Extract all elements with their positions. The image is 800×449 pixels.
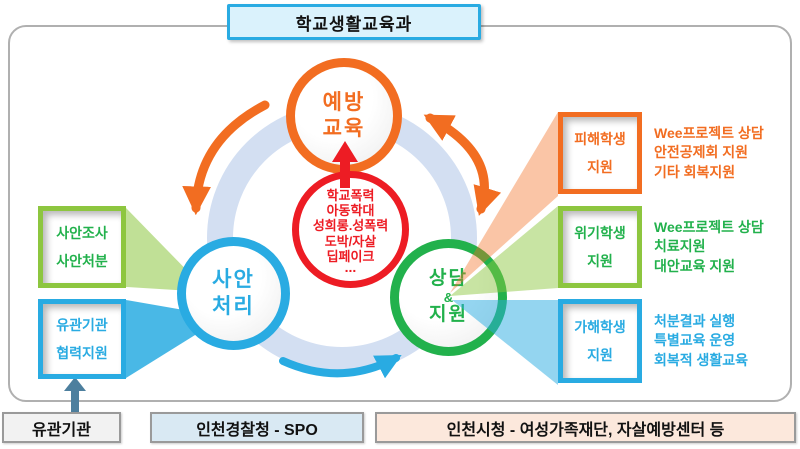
bottom-police-label: 인천경찰청 - SPO <box>196 421 318 439</box>
box-victim-line1: 피해학생 <box>574 131 626 147</box>
box-victim-line2: 지원 <box>587 159 613 175</box>
crisis-detail-3: 대안교육 지원 <box>654 257 736 274</box>
box-offender-line2: 지원 <box>587 347 613 363</box>
box-case-investigation-line1: 사안조사 <box>56 225 108 241</box>
circle-prevention-line1: 예방 <box>322 90 366 114</box>
offender-detail-1: 처분결과 실행 <box>654 312 736 329</box>
bottom-box-city-hall: 인천시청 - 여성가족재단, 자살예방센터 등 <box>375 412 796 443</box>
issue-line-1: 학교폭력 <box>326 187 375 203</box>
victim-support-details: Wee프로젝트 상담 안전공제회 지원 기타 회복지원 <box>654 112 800 194</box>
issue-line-5: 딥페이크 <box>326 248 375 264</box>
circle-case-line2: 처리 <box>212 294 255 318</box>
circle-prevention-education: 예방 교육 <box>286 58 402 174</box>
crisis-detail-2: 치료지원 <box>654 238 706 255</box>
victim-detail-3: 기타 회복지원 <box>654 163 736 180</box>
offender-support-details: 처분결과 실행 특별교육 운영 회복적 생활교육 <box>654 299 800 383</box>
box-related-cooperation: 유관기관 협력지원 <box>38 299 126 379</box>
circle-counseling-support: 상담 & 지원 <box>390 239 507 356</box>
box-offender-line1: 가해학생 <box>574 319 626 335</box>
crisis-detail-1: Wee프로젝트 상담 <box>654 218 764 235</box>
box-offender-support: 가해학생 지원 <box>558 299 642 383</box>
title-box: 학교생활교육과 <box>227 4 481 40</box>
circle-case-line1: 사안 <box>212 268 255 292</box>
issue-ellipsis: ... <box>344 259 357 276</box>
victim-detail-2: 안전공제회 지원 <box>654 144 749 161</box>
box-case-investigation: 사안조사 사안처분 <box>38 206 126 288</box>
circle-counsel-line2: 지원 <box>429 304 468 326</box>
victim-detail-1: Wee프로젝트 상담 <box>654 124 764 141</box>
bottom-city-label: 인천시청 - 여성가족재단, 자살예방센터 등 <box>446 421 725 439</box>
box-case-investigation-line2: 사안처분 <box>56 253 108 269</box>
circle-counsel-amp: & <box>443 289 454 305</box>
box-crisis-support: 위기학생 지원 <box>558 206 642 288</box>
circle-counsel-line1: 상담 <box>429 267 468 289</box>
circle-center-issues: 학교폭력 아동학대 성희롱.성폭력 도박/자살 딥페이크 ... <box>292 171 409 288</box>
issue-line-3: 성희롱.성폭력 <box>312 218 389 234</box>
box-related-cooperation-line2: 협력지원 <box>56 345 108 361</box>
bottom-box-related-org: 유관기관 <box>2 412 121 443</box>
box-crisis-line2: 지원 <box>587 253 613 269</box>
page-title: 학교생활교육과 <box>295 14 413 34</box>
bottom-related-label: 유관기관 <box>32 421 91 439</box>
circle-prevention-line2: 교육 <box>322 117 366 140</box>
offender-detail-3: 회복적 생활교육 <box>654 351 749 368</box>
offender-detail-2: 특별교육 운영 <box>654 332 736 349</box>
box-crisis-line1: 위기학생 <box>574 225 626 241</box>
box-related-cooperation-line1: 유관기관 <box>56 317 108 333</box>
issue-line-2: 아동학대 <box>326 203 375 218</box>
bottom-box-police-spo: 인천경찰청 - SPO <box>150 412 364 443</box>
box-victim-support: 피해학생 지원 <box>558 112 642 194</box>
circle-case-handling: 사안 처리 <box>177 237 290 350</box>
issue-line-4: 도박/자살 <box>324 233 377 249</box>
crisis-support-details: Wee프로젝트 상담 치료지원 대안교육 지원 <box>654 206 800 288</box>
